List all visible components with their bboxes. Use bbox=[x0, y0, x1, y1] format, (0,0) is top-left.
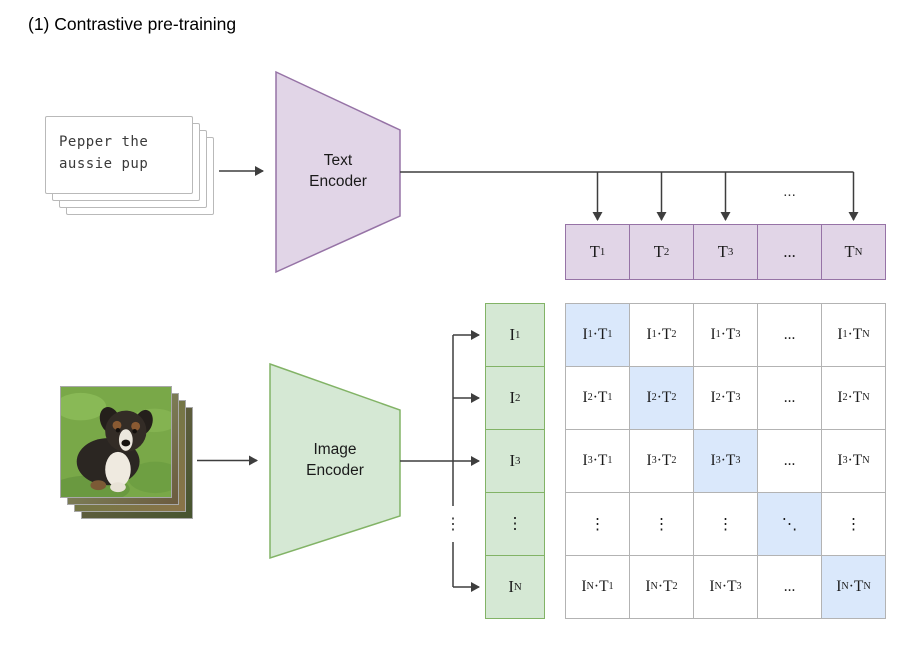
similarity-cell: ... bbox=[757, 303, 822, 367]
similarity-cell: ... bbox=[757, 555, 822, 619]
similarity-cell: ⋮ bbox=[629, 492, 694, 556]
text-card-line: Pepper the bbox=[59, 134, 149, 150]
puppy-image bbox=[61, 387, 171, 497]
similarity-cell: ⋮ bbox=[565, 492, 630, 556]
similarity-cell: ... bbox=[757, 429, 822, 493]
similarity-cell-diagonal: ⋱ bbox=[757, 492, 822, 556]
similarity-cell: ... bbox=[757, 366, 822, 430]
text-embedding-cell: ... bbox=[757, 224, 822, 280]
puppy-photo bbox=[60, 386, 172, 498]
text-card-line: aussie pup bbox=[59, 155, 149, 172]
ellipsis-label: ... bbox=[783, 183, 796, 200]
image-encoder-label: Image Encoder bbox=[306, 441, 364, 479]
vdots-label: ⋮ bbox=[445, 516, 461, 533]
similarity-cell: ⋮ bbox=[821, 492, 886, 556]
text-encoder-label: Text Encoder bbox=[309, 152, 367, 190]
image-embedding-cell: ⋮ bbox=[485, 492, 545, 556]
similarity-cell: ⋮ bbox=[693, 492, 758, 556]
matrix-row: ⋮ ⋮ ⋮ ⋱ ⋮ bbox=[565, 492, 886, 556]
diagram-title: (1) Contrastive pre-training bbox=[28, 14, 237, 34]
text-card-front: Pepper the aussie pup bbox=[45, 116, 193, 194]
